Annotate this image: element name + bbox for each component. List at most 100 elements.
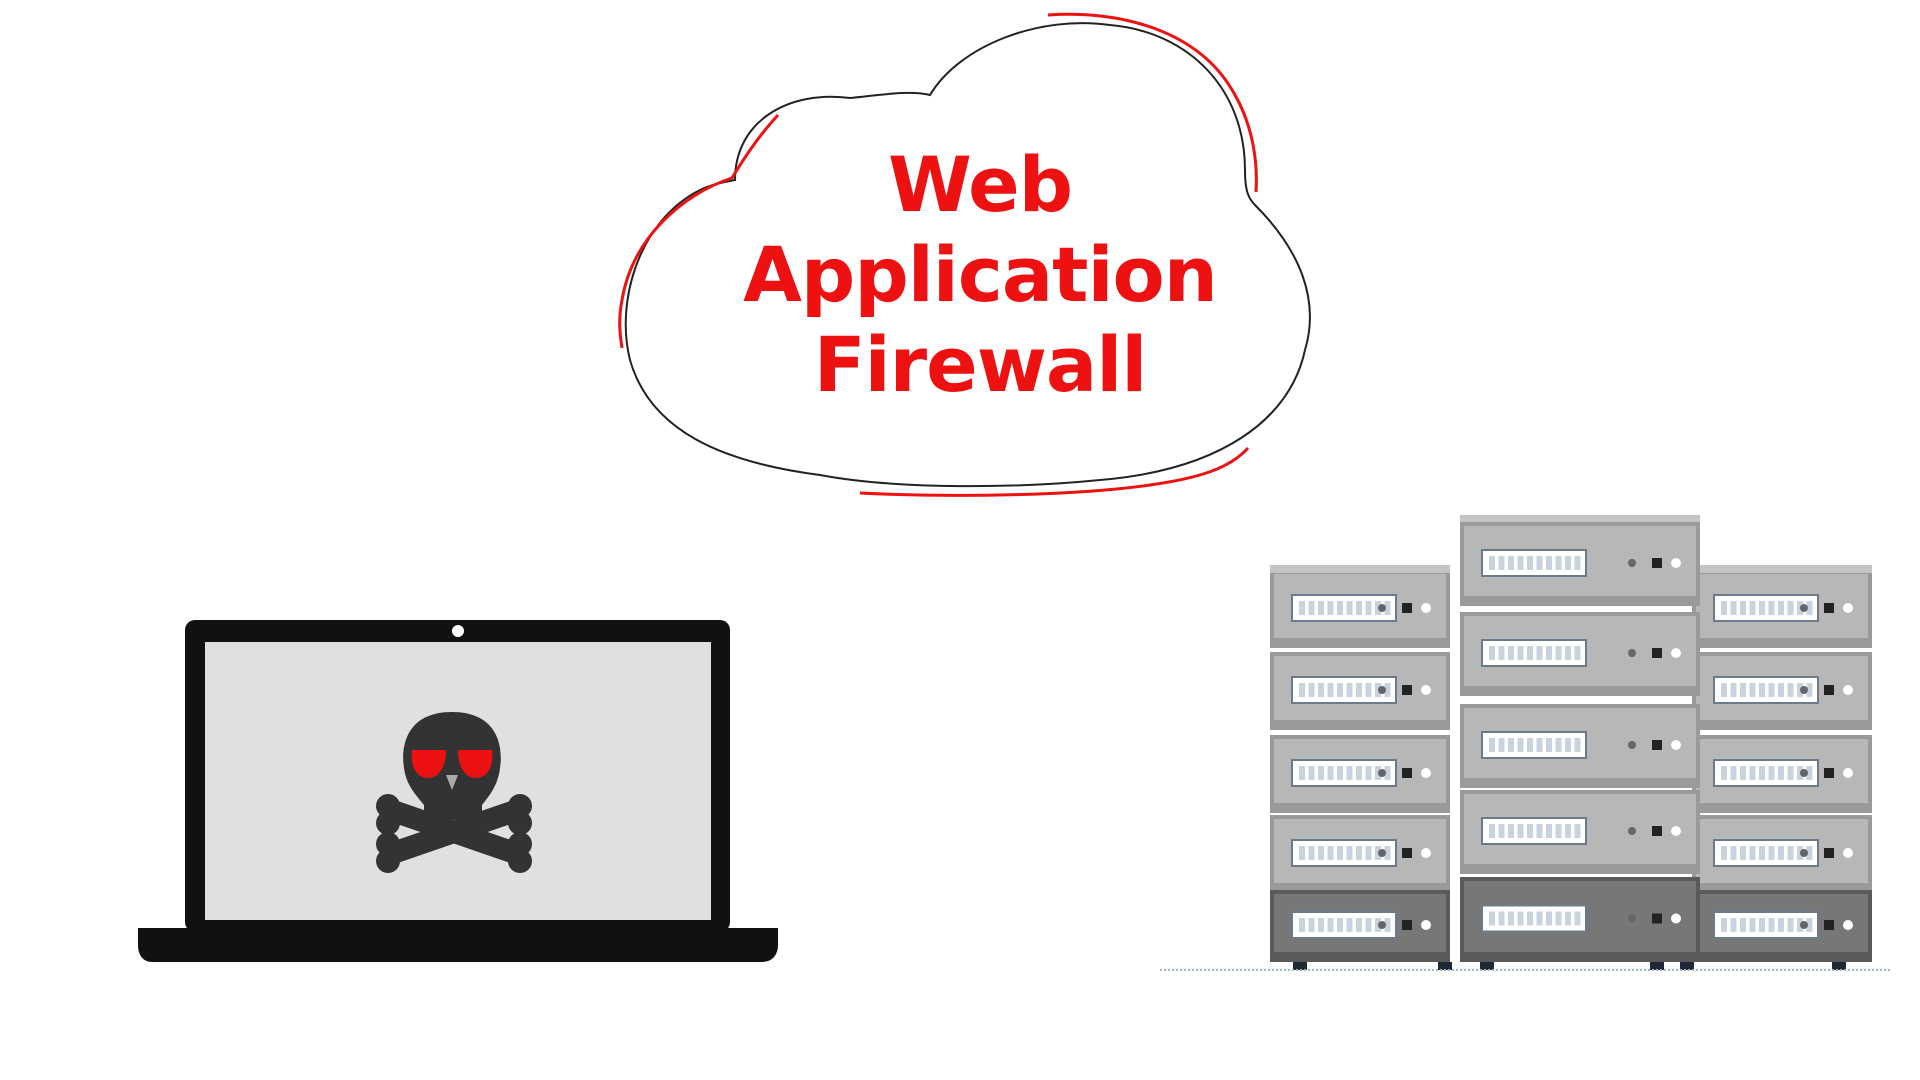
waf-title-line-1: Web — [887, 140, 1073, 229]
drive-slot — [1498, 646, 1505, 660]
drive-slot — [1536, 824, 1543, 838]
status-led — [1671, 913, 1681, 924]
drive-slot — [1346, 846, 1353, 860]
drive-slot — [1365, 846, 1372, 860]
status-led — [1421, 685, 1431, 695]
rack-top — [1460, 515, 1700, 523]
drive-slot — [1517, 646, 1524, 660]
drive-slot — [1730, 683, 1737, 697]
drive-slot — [1299, 918, 1305, 932]
drive-slot — [1759, 601, 1765, 615]
drive-slot — [1806, 601, 1813, 615]
drive-slot — [1721, 846, 1727, 860]
webcam-icon — [452, 625, 464, 637]
drive-slot — [1318, 683, 1324, 697]
cloud-accent-arc-top-right — [1047, 12, 1258, 193]
drive-slot — [1517, 911, 1524, 926]
status-led — [1378, 769, 1386, 777]
drive-slot — [1384, 766, 1391, 780]
drive-slot — [1508, 738, 1514, 752]
status-led — [1800, 921, 1808, 929]
drive-slot — [1489, 824, 1495, 838]
drive-slot — [1740, 601, 1746, 615]
drive-slot — [1308, 683, 1315, 697]
drive-slot — [1768, 601, 1775, 615]
power-button — [1652, 648, 1662, 658]
rack-foot — [1650, 962, 1664, 970]
drive-slot — [1536, 646, 1543, 660]
drive-slot — [1498, 556, 1505, 570]
status-led — [1421, 920, 1431, 930]
drive-slot — [1574, 556, 1581, 570]
power-button — [1652, 826, 1662, 836]
drive-slot — [1318, 601, 1324, 615]
drive-slot — [1546, 556, 1552, 570]
waf-title-line-3: Firewall — [813, 320, 1148, 409]
drive-slot — [1740, 683, 1746, 697]
drive-slot — [1778, 918, 1784, 932]
status-led — [1378, 604, 1386, 612]
drive-slot — [1806, 918, 1813, 932]
drive-slot — [1546, 911, 1552, 926]
drive-slot — [1508, 646, 1514, 660]
drive-slot — [1356, 918, 1362, 932]
drive-slot — [1759, 766, 1765, 780]
drive-slot — [1346, 601, 1353, 615]
drive-slot — [1527, 824, 1533, 838]
drive-slot — [1489, 646, 1495, 660]
drive-slot — [1555, 556, 1562, 570]
status-led — [1843, 685, 1853, 695]
power-button — [1824, 848, 1834, 858]
power-button — [1652, 558, 1662, 568]
status-led — [1378, 849, 1386, 857]
drive-slot — [1365, 601, 1372, 615]
rack-top — [1692, 565, 1872, 573]
drive-slot — [1327, 601, 1334, 615]
status-led — [1800, 604, 1808, 612]
cloud-accent-arc-bottom — [859, 446, 1250, 497]
drive-slot — [1740, 766, 1746, 780]
drive-slot — [1527, 911, 1533, 926]
rack-foot — [1680, 962, 1694, 970]
drive-slot — [1778, 846, 1784, 860]
drive-slot — [1730, 846, 1737, 860]
power-button — [1402, 920, 1412, 930]
drive-slot — [1730, 918, 1737, 932]
drive-slot — [1308, 918, 1315, 932]
cloud-accent-arc-left — [618, 113, 780, 349]
drive-slot — [1517, 556, 1524, 570]
drive-slot — [1721, 601, 1727, 615]
drive-slot — [1508, 911, 1514, 926]
drive-slot — [1574, 646, 1581, 660]
drive-slot — [1574, 911, 1581, 926]
waf-title: Web Application Firewall — [700, 140, 1260, 410]
status-led — [1421, 768, 1431, 778]
drive-slot — [1337, 846, 1343, 860]
drive-slot — [1299, 846, 1305, 860]
drive-slot — [1356, 683, 1362, 697]
drive-slot — [1527, 646, 1533, 660]
drive-slot — [1787, 683, 1794, 697]
cloud-outline — [624, 22, 1311, 488]
drive-slot — [1327, 766, 1334, 780]
drive-slot — [1565, 556, 1571, 570]
status-led — [1800, 686, 1808, 694]
drive-slot — [1565, 911, 1571, 926]
power-button — [1824, 685, 1834, 695]
drive-slot — [1787, 846, 1794, 860]
drive-slot — [1546, 824, 1552, 838]
status-led — [1628, 559, 1636, 567]
power-button — [1402, 685, 1412, 695]
status-led — [1843, 848, 1853, 858]
status-led — [1800, 769, 1808, 777]
power-button — [1824, 768, 1834, 778]
drive-slot — [1318, 918, 1324, 932]
drive-slot — [1346, 918, 1353, 932]
drive-slot — [1489, 911, 1495, 926]
drive-slot — [1768, 846, 1775, 860]
drive-slot — [1337, 601, 1343, 615]
drive-slot — [1536, 738, 1543, 752]
drive-slot — [1749, 601, 1756, 615]
drive-slot — [1318, 846, 1324, 860]
